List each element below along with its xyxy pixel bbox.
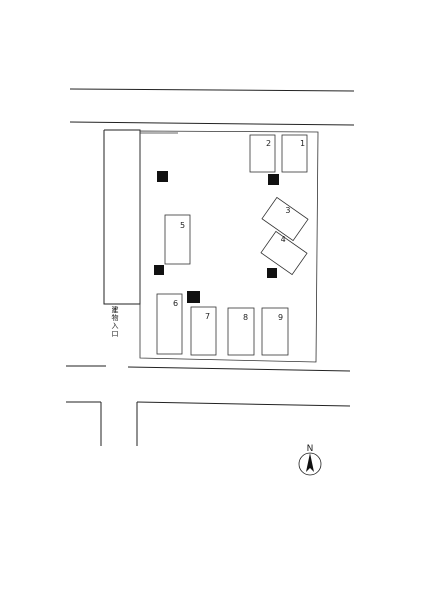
pillar-marker xyxy=(157,171,168,182)
entrance-arrow-icon: ↑ xyxy=(112,307,118,315)
parking-space-7: 7 xyxy=(190,306,217,356)
road-edge-top-1 xyxy=(69,88,355,92)
parking-space-9: 9 xyxy=(261,307,289,356)
parking-space-label: 6 xyxy=(173,299,178,308)
building-outline xyxy=(103,129,141,305)
parking-space-4: 4 xyxy=(260,230,308,276)
road-edge-lower-right xyxy=(136,401,351,407)
pillar-marker xyxy=(187,291,200,303)
parking-space-label: 7 xyxy=(205,312,210,321)
parking-space-2: 2 xyxy=(249,134,276,173)
parking-space-label: 5 xyxy=(180,221,185,230)
pillar-marker xyxy=(267,268,277,278)
compass-label: N xyxy=(307,444,314,454)
pillar-marker xyxy=(268,174,279,185)
parking-space-label: 1 xyxy=(300,139,305,148)
north-arrow-icon xyxy=(306,453,314,472)
parking-space-3: 3 xyxy=(261,196,309,242)
parking-space-5: 5 xyxy=(164,214,191,265)
parking-lot-outline xyxy=(139,130,319,363)
road-edge-top-2 xyxy=(69,121,355,126)
parking-space-label: 2 xyxy=(266,139,271,148)
road-edge-bottom-right xyxy=(127,366,351,372)
parking-space-8: 8 xyxy=(227,307,255,356)
entrance-marker: ↑ 建物入口 xyxy=(111,305,119,338)
entrance-label: 建物入口 xyxy=(111,305,119,338)
parking-space-6: 6 xyxy=(156,293,183,355)
parking-space-1: 1 xyxy=(281,134,308,173)
parking-space-label: 3 xyxy=(285,206,290,215)
parking-space-label: 9 xyxy=(278,313,283,322)
parking-space-label: 4 xyxy=(281,235,286,244)
north-compass: N xyxy=(298,444,322,476)
pillar-marker xyxy=(154,265,164,275)
parking-space-label: 8 xyxy=(243,313,248,322)
